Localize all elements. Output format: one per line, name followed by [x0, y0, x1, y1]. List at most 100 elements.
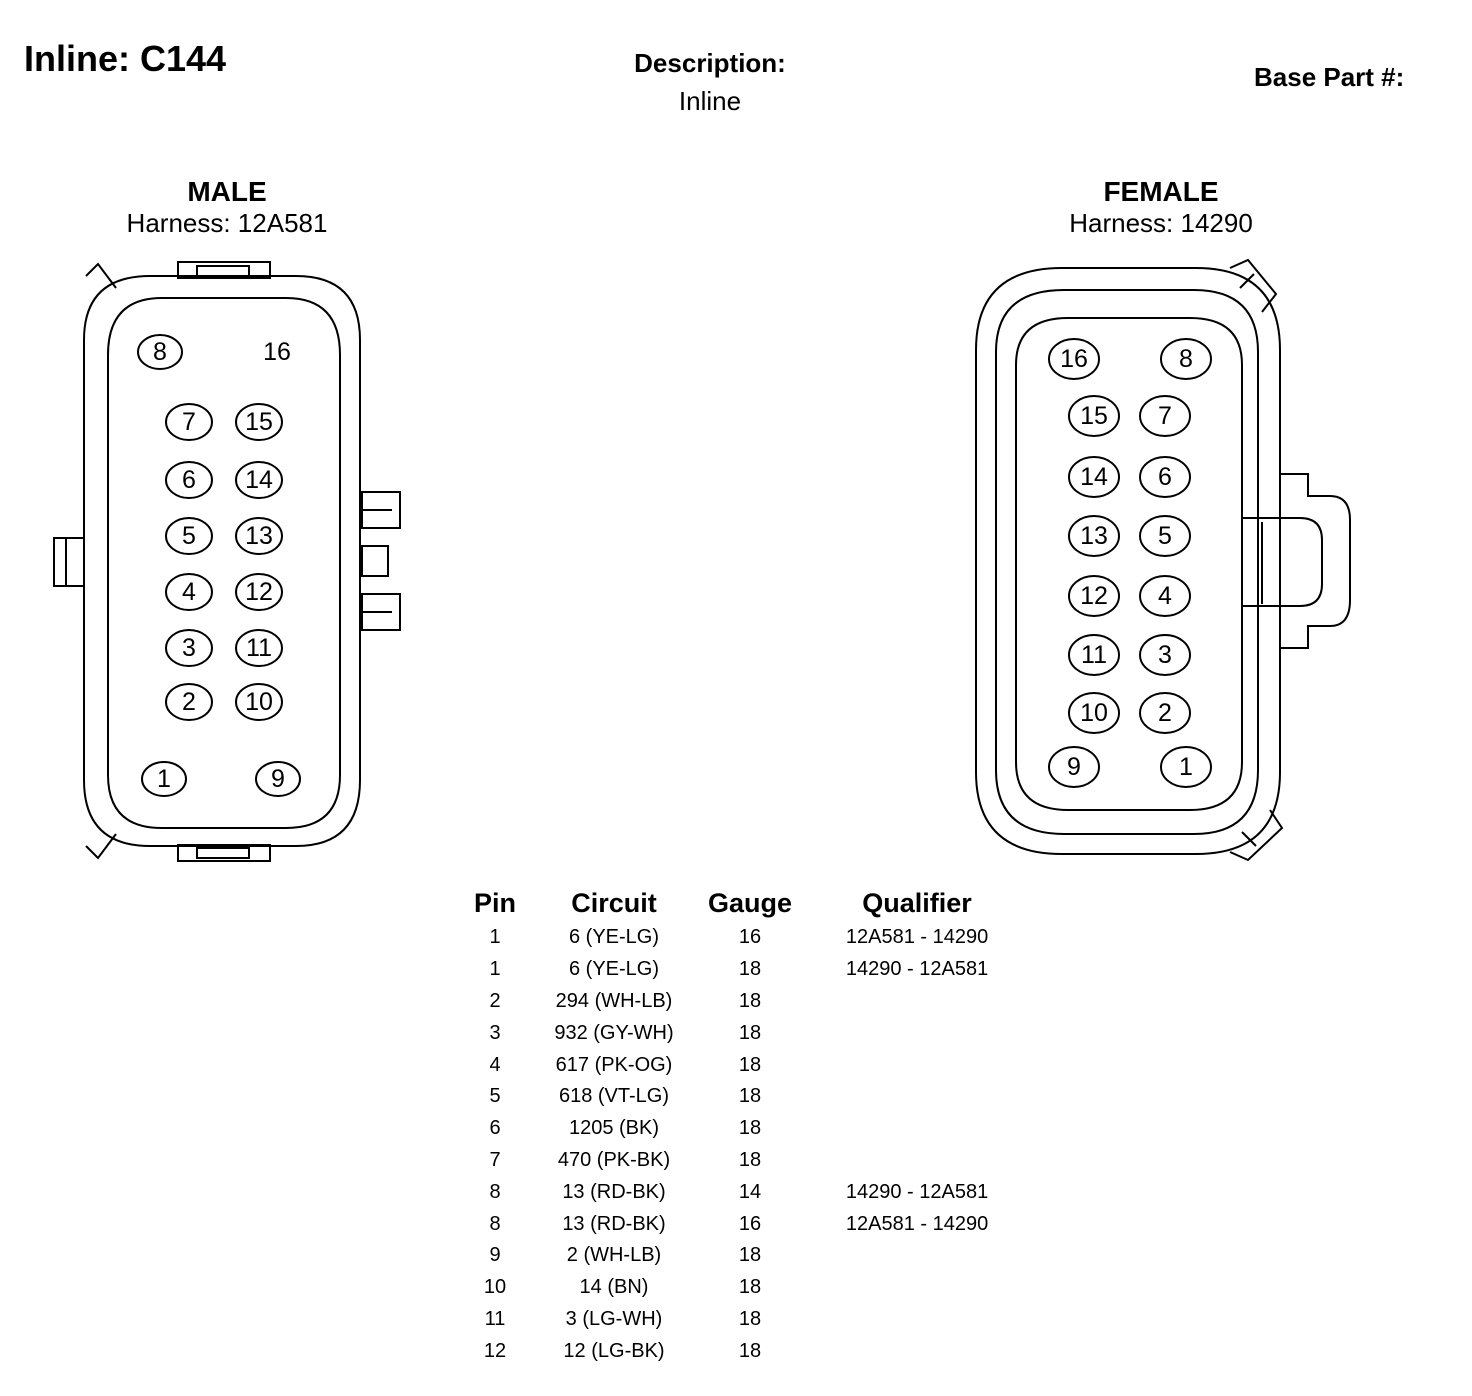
female-pin: 15	[1068, 395, 1120, 437]
svg-text:10: 10	[245, 688, 273, 716]
cell-gauge: 18	[738, 1244, 762, 1267]
svg-text:10: 10	[1080, 699, 1108, 727]
female-middle-body	[995, 289, 1259, 835]
male-left-lock	[53, 537, 85, 587]
svg-text:2: 2	[1158, 699, 1172, 727]
cell-pin: 1	[489, 926, 501, 949]
cell-gauge: 18	[738, 958, 762, 981]
cell-pin: 6	[489, 1117, 501, 1140]
male-harness: Harness: 12A581	[126, 208, 328, 238]
cell-circuit: 6 (YE-LG)	[568, 926, 660, 949]
female-right-lock	[1280, 473, 1351, 649]
svg-text:11: 11	[246, 634, 272, 662]
male-title: MALE	[187, 176, 267, 207]
cell-pin: 2	[489, 989, 501, 1012]
cell-qualifier	[792, 1049, 1032, 1081]
female-outer-body	[975, 267, 1281, 855]
female-pin-grid: 16 8 15 7 14 6 13 5 12 4 11 3 10 2 9 1	[1048, 338, 1212, 788]
svg-text:9: 9	[271, 765, 285, 793]
cell-circuit: 2 (WH-LB)	[566, 1244, 662, 1267]
svg-text:4: 4	[182, 578, 196, 606]
male-pin: 8	[137, 334, 183, 370]
male-top-latch-inner	[196, 265, 250, 277]
svg-text:6: 6	[1158, 463, 1172, 491]
male-right-lock-top	[361, 491, 401, 529]
column-header-gauge: Gauge	[708, 887, 793, 918]
svg-text:16: 16	[1060, 345, 1088, 373]
male-pin: 7	[165, 403, 213, 441]
male-corner-tab-top	[85, 262, 117, 289]
svg-text:8: 8	[153, 338, 167, 366]
female-pin: 14	[1068, 456, 1120, 498]
svg-text:1: 1	[1179, 753, 1193, 781]
svg-text:14: 14	[1080, 463, 1108, 491]
cell-qualifier	[792, 1145, 1032, 1177]
male-pin: 11	[235, 629, 283, 667]
svg-text:9: 9	[1067, 753, 1081, 781]
female-pin: 6	[1139, 456, 1191, 498]
base-part-label: Base Part #:	[1254, 62, 1405, 92]
svg-text:12: 12	[245, 578, 273, 606]
svg-text:13: 13	[1080, 522, 1108, 550]
cell-circuit: 618 (VT-LG)	[558, 1085, 670, 1108]
female-inner-body	[1015, 317, 1243, 811]
cell-gauge: 18	[738, 989, 762, 1012]
female-corner-tab-bottom	[1229, 809, 1284, 862]
column-header-circuit: Circuit	[571, 887, 657, 918]
male-pin: 1	[141, 761, 187, 797]
table-row: 9 2 (WH-LB) 18	[470, 1240, 1032, 1272]
cell-pin: 9	[489, 1244, 501, 1267]
male-pin: 4	[165, 573, 213, 611]
male-corner-tab-bottom	[85, 833, 117, 860]
svg-text:2: 2	[182, 688, 196, 716]
svg-text:13: 13	[245, 522, 273, 550]
svg-text:3: 3	[182, 634, 196, 662]
cell-circuit: 617 (PK-OG)	[555, 1053, 673, 1076]
cell-qualifier	[792, 1272, 1032, 1304]
svg-text:15: 15	[245, 408, 273, 436]
svg-text:15: 15	[1080, 402, 1108, 430]
female-pin: 9	[1048, 746, 1100, 788]
cell-circuit: 932 (GY-WH)	[554, 1021, 674, 1044]
connector-title: Inline: C144	[24, 38, 227, 79]
cell-gauge: 18	[738, 1148, 762, 1171]
cell-gauge: 18	[738, 1021, 762, 1044]
cell-pin: 12	[483, 1339, 507, 1362]
cell-gauge: 18	[738, 1053, 762, 1076]
female-pin: 7	[1139, 395, 1191, 437]
svg-text:11: 11	[1081, 641, 1107, 669]
description-label: Description:	[634, 48, 786, 78]
cell-circuit: 1205 (BK)	[568, 1117, 660, 1140]
female-corner-tab-top	[1229, 258, 1278, 313]
female-pin: 10	[1068, 692, 1120, 734]
svg-text:5: 5	[182, 522, 196, 550]
male-pin: 2	[165, 683, 213, 721]
male-pin: 9	[255, 761, 301, 797]
cell-gauge: 18	[738, 1307, 762, 1330]
cell-qualifier	[792, 1081, 1032, 1113]
cell-qualifier	[792, 1113, 1032, 1145]
male-pin: 15	[235, 403, 283, 441]
svg-text:4: 4	[1158, 582, 1172, 610]
male-pin: 5	[165, 517, 213, 555]
male-pin: 16	[263, 338, 291, 366]
female-harness: Harness: 14290	[1069, 208, 1253, 238]
female-pin: 1	[1160, 746, 1212, 788]
female-connector-header: FEMALE Harness: 14290	[961, 176, 1361, 239]
cell-circuit: 12 (LG-BK)	[563, 1339, 665, 1362]
cell-qualifier: 12A581 - 14290	[845, 1212, 989, 1235]
svg-text:6: 6	[182, 466, 196, 494]
female-pin: 2	[1139, 692, 1191, 734]
male-pin: 14	[235, 461, 283, 499]
cell-qualifier: 14290 - 12A581	[845, 1180, 989, 1203]
cell-qualifier: 14290 - 12A581	[845, 958, 989, 981]
svg-text:1: 1	[157, 765, 171, 793]
